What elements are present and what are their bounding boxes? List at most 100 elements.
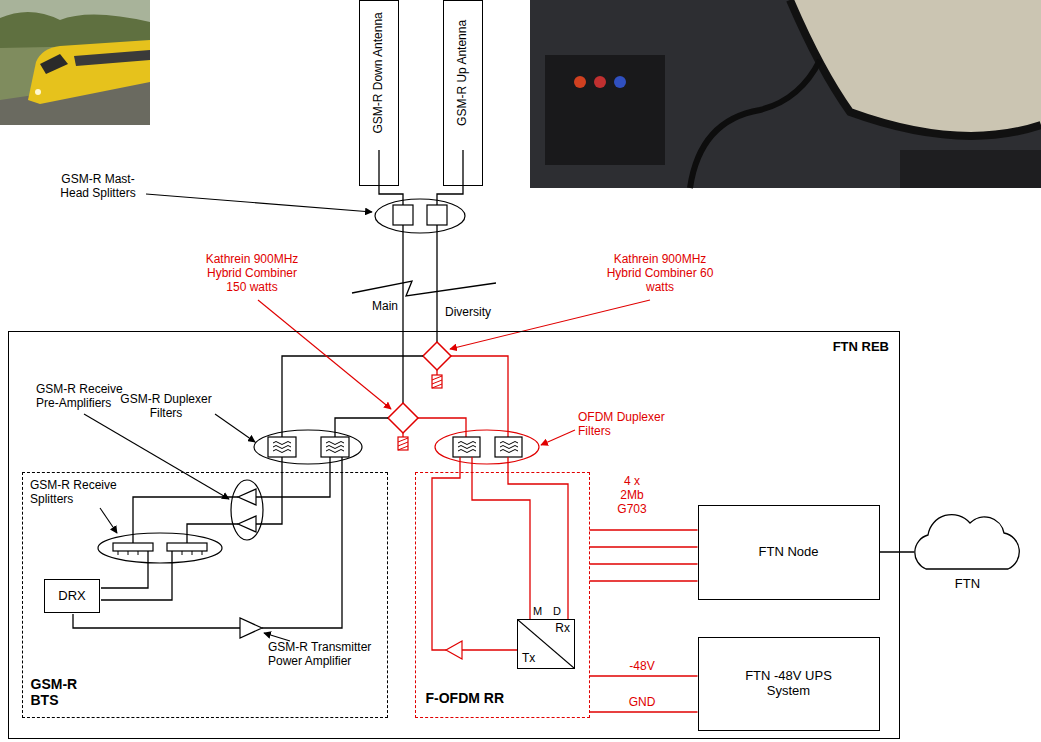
photo-light xyxy=(35,89,41,95)
signal-line xyxy=(590,580,698,581)
cab-knob xyxy=(614,76,626,88)
line-label: -48V xyxy=(622,659,662,673)
callout-label: Kathrein 900MHz Hybrid Combiner 60 watts xyxy=(604,252,716,294)
network-cloud: FTN xyxy=(914,509,1021,597)
callout-label: GSM-R Duplexer Filters xyxy=(120,392,212,420)
leader-arrow xyxy=(264,633,290,641)
leader-arrow xyxy=(100,508,117,533)
cab-photo xyxy=(530,0,1041,188)
load-hatch xyxy=(432,376,442,388)
tx-wire xyxy=(462,649,518,650)
photo-window xyxy=(74,50,150,66)
splitter-tick xyxy=(118,551,202,555)
tx-wire xyxy=(432,457,460,650)
rf-wire xyxy=(418,418,466,437)
node-text: FTN -48V UPS System xyxy=(734,669,844,699)
callout-label: GSM-R Receive Splitters xyxy=(30,478,122,506)
rx-wire xyxy=(101,551,148,588)
photo-train xyxy=(28,40,150,104)
cab-knob xyxy=(574,76,586,88)
filter-symbol xyxy=(453,437,480,457)
filter-wave xyxy=(458,442,476,453)
line-label: 4 x 2Mb G703 xyxy=(612,474,652,516)
signal-line xyxy=(590,711,698,712)
main-feeder xyxy=(402,225,403,403)
group-ellipse xyxy=(254,430,362,464)
feeder-wire xyxy=(437,150,463,205)
leader-arrow xyxy=(146,194,372,212)
amplifier-symbol xyxy=(238,489,256,505)
node-text: Tx xyxy=(522,652,535,666)
callout-label: GSM-R Mast-Head Splitters xyxy=(52,172,144,200)
splitter-symbol xyxy=(427,205,447,225)
rx-wire xyxy=(256,457,282,524)
node-text: GSM-R Down Antenna xyxy=(372,12,386,133)
amplifier-symbol xyxy=(240,618,262,638)
divider-line xyxy=(518,620,574,668)
photo-window xyxy=(40,54,68,74)
tx-wire xyxy=(73,614,240,628)
line-label: GND xyxy=(622,695,662,709)
node-box: FTN Node xyxy=(698,505,880,600)
cab-panel xyxy=(545,55,665,165)
node-text: FTN xyxy=(955,577,980,592)
group-ellipse xyxy=(435,430,539,464)
cloud-outline xyxy=(915,515,1019,569)
node-text: GSM-R Up Antenna xyxy=(456,20,470,126)
rx-wire xyxy=(256,457,330,497)
callout-label: GSM-R Transmitter Power Amplifier xyxy=(268,640,380,668)
receiver-box: DRX xyxy=(44,579,100,613)
callout-label: D xyxy=(553,604,567,618)
leader-arrow xyxy=(258,300,391,409)
signal-line xyxy=(880,551,915,552)
callout-label: OFDM Duplexer Filters xyxy=(578,410,678,438)
feeder-wire xyxy=(379,150,403,205)
load-hatch xyxy=(398,438,408,450)
antenna-box: GSM-R Down Antenna xyxy=(359,0,399,186)
cloud-symbol xyxy=(914,509,1021,575)
signal-line xyxy=(590,563,698,564)
leader-arrow xyxy=(541,430,575,445)
node-text: FTN Node xyxy=(759,545,819,560)
callout-label: GSM-R Receive Pre-Amplifiers xyxy=(36,382,130,410)
splitter-symbol xyxy=(113,543,153,551)
filter-wave xyxy=(326,442,344,453)
node-text: F-OFDM RR xyxy=(426,690,505,706)
node-text: GSM-R BTS xyxy=(31,676,87,708)
tx-wire xyxy=(262,457,342,628)
antenna-box: GSM-R Up Antenna xyxy=(443,0,483,186)
radio-group: F-OFDM RRRxTx xyxy=(415,472,590,718)
rf-wire xyxy=(451,356,508,437)
leader-arrow xyxy=(215,414,255,442)
break-symbol xyxy=(352,281,496,296)
diversity-feeder xyxy=(436,225,437,342)
cab-window-frame xyxy=(790,0,1041,136)
group-ellipse xyxy=(375,199,465,233)
ups-box: FTN -48V UPS System xyxy=(698,637,880,731)
filter-symbol xyxy=(495,437,522,457)
group-ellipse xyxy=(98,533,222,563)
splitter-symbol xyxy=(167,543,207,551)
train-photo xyxy=(0,0,150,125)
cab-desk xyxy=(900,150,1041,188)
callout-label: Diversity xyxy=(445,305,515,319)
splitter-symbol xyxy=(393,205,413,225)
callout-label: Kathrein 900MHz Hybrid Combiner 150 watt… xyxy=(196,252,308,294)
signal-line xyxy=(590,675,698,676)
amplifier-symbol xyxy=(446,641,462,659)
callout-label: M xyxy=(533,604,547,618)
filter-symbol xyxy=(268,437,296,457)
signal-line xyxy=(590,529,698,530)
node-text: FTN REB xyxy=(833,340,889,355)
rx-wire xyxy=(101,551,172,600)
filter-wave xyxy=(500,442,518,453)
rx-wire xyxy=(508,457,568,620)
filter-wave xyxy=(273,442,291,453)
bts-group: GSM-R BTS DRX xyxy=(22,472,388,718)
rf-wire xyxy=(282,356,423,437)
filter-symbol xyxy=(321,437,349,457)
node-text: DRX xyxy=(58,589,85,604)
combiner-symbol xyxy=(423,342,451,370)
cab-window xyxy=(790,0,1041,136)
rx-wire xyxy=(472,457,530,620)
